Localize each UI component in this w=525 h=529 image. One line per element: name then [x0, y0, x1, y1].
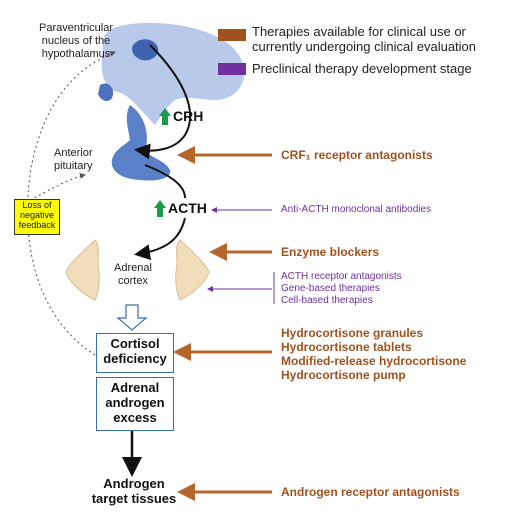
legend-clinical-line1: Therapies available for clinical use or: [252, 24, 466, 39]
adrenal-label-line1: Adrenal: [114, 262, 152, 274]
androgen-box-line3: excess: [113, 410, 157, 425]
hc-granules-label: Hydrocortisone granules: [281, 326, 424, 340]
acth-up-arrow: [154, 200, 166, 217]
right-adrenal-gland: [175, 239, 210, 301]
pvn-label-line2: nucleus of the: [41, 35, 111, 47]
crh-label: CRH: [173, 108, 204, 124]
anterior-label-line1: Anterior: [54, 147, 93, 159]
hollow-down-arrow: [116, 304, 148, 331]
legend-swatch-preclinical: [218, 63, 246, 75]
enzyme-blockers-label: Enzyme blockers: [281, 245, 380, 259]
androgen-receptor-antagonists-label: Androgen receptor antagonists: [281, 485, 460, 499]
acth-arrow: [134, 217, 186, 261]
anterior-label-line2: pituitary: [54, 160, 93, 172]
acth-source-line: [144, 164, 186, 199]
feedback-dashed-line-2: [29, 173, 86, 201]
pvn-dark-region: [132, 39, 159, 61]
feedback-line3: feedback: [18, 220, 56, 230]
left-adrenal-gland: [65, 239, 100, 301]
pituitary-shape: [111, 105, 171, 181]
cortisol-deficiency-box: Cortisol deficiency: [96, 333, 174, 373]
anti-acth-therapy-label: Anti-ACTH monoclonal antibodies: [281, 204, 432, 215]
gene-based-therapies-label: Gene-based therapies: [281, 283, 380, 294]
feedback-line1: Loss of: [22, 200, 52, 210]
pvn-label-line1: Paraventricular: [39, 22, 113, 34]
hc-pump-label: Hydrocortisone pump: [281, 368, 406, 382]
feedback-dashed-line: [27, 51, 116, 356]
androgen-box-line2: androgen: [105, 395, 165, 410]
acth-receptor-antagonists-label: ACTH receptor antagonists: [281, 271, 402, 282]
crf1-therapy-label: CRF₁ receptor antagonists: [281, 148, 433, 162]
hydrocortisone-therapies-list: Hydrocortisone granules Hydrocortisone t…: [281, 326, 466, 382]
legend-preclinical-text: Preclinical therapy development stage: [252, 61, 472, 76]
crh-up-arrow: [159, 108, 171, 125]
legend-swatch-clinical: [218, 29, 246, 41]
feedback-line2: negative: [19, 210, 55, 220]
target-line2: target tissues: [91, 491, 177, 506]
cortisol-line1: Cortisol: [110, 336, 160, 351]
legend-clinical-line2: currently undergoing clinical evaluation: [252, 39, 477, 54]
feedback-note: Loss of negative feedback: [14, 199, 60, 235]
cortisol-line2: deficiency: [103, 351, 167, 366]
adrenal-androgen-excess-box: Adrenal androgen excess: [96, 377, 174, 431]
hc-modified-label: Modified-release hydrocortisone: [281, 354, 467, 368]
pvn-label-line3: hypothalamus: [41, 48, 111, 60]
legend-clinical-text: Therapies available for clinical use or …: [252, 24, 476, 54]
adrenal-label-line2: cortex: [118, 275, 148, 287]
hypothalamus-dark-region: [98, 83, 114, 101]
crh-arrow: [134, 44, 191, 160]
anterior-pituitary-label: Anterior pituitary: [54, 147, 93, 173]
acth-label: ACTH: [168, 200, 207, 216]
adrenal-therapies-list: ACTH receptor antagonists Gene-based the…: [281, 271, 402, 307]
target-line1: Androgen: [103, 476, 165, 491]
androgen-box-line1: Adrenal: [110, 380, 160, 395]
adrenal-cortex-label: Adrenal cortex: [110, 262, 156, 288]
androgen-target-label: Androgen target tissues: [86, 476, 182, 506]
hc-tablets-label: Hydrocortisone tablets: [281, 340, 412, 354]
cell-based-therapies-label: Cell-based therapies: [281, 295, 373, 306]
pvn-label: Paraventricular nucleus of the hypothala…: [30, 22, 122, 61]
